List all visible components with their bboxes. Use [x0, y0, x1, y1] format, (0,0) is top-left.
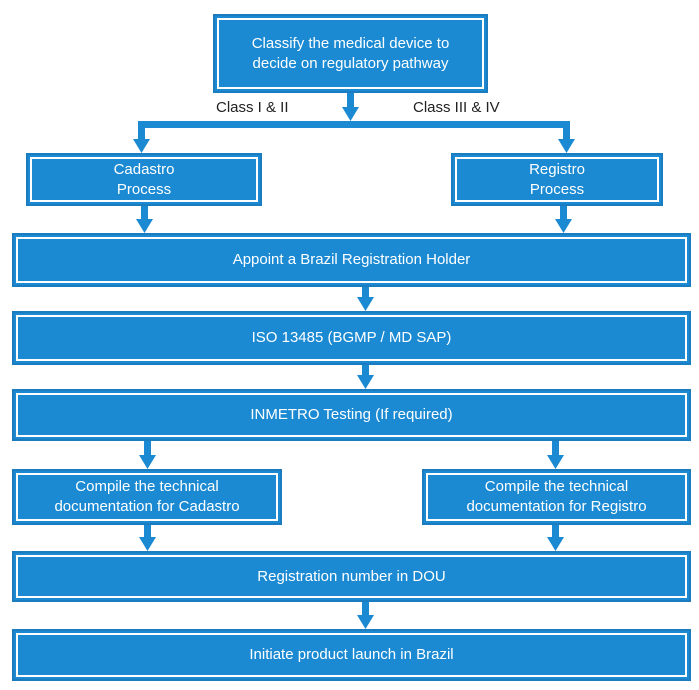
registration-number-box: Registration number in DOU [12, 551, 691, 602]
inmetro-testing-box: INMETRO Testing (If required) [12, 389, 691, 441]
inmetro-testing-text: INMETRO Testing (If required) [250, 406, 453, 423]
arrow-head-compile-right [547, 537, 564, 551]
arrow-stem-registro [560, 206, 567, 220]
arrow-stem-cadastro [141, 206, 148, 220]
product-launch-box: Initiate product launch in Brazil [12, 629, 691, 681]
registro-process-box: Registro Process [451, 153, 663, 206]
compile-cadastro-box: Compile the technical documentation for … [12, 469, 282, 525]
arrow-stem-left [138, 121, 145, 140]
arrow-head-inmetro-right [547, 455, 564, 469]
arrow-stem-classify [347, 93, 354, 107]
class-3-4-label: Class III & IV [413, 99, 500, 116]
iso-13485-box: ISO 13485 (BGMP / MD SAP) [12, 311, 691, 365]
registration-holder-box: Appoint a Brazil Registration Holder [12, 233, 691, 287]
arrow-head-classify [342, 107, 359, 121]
arrow-head-iso [357, 375, 374, 389]
arrow-stem-compile-right [552, 525, 559, 537]
arrow-head-left [133, 139, 150, 153]
registro-process-text: Registro Process [529, 160, 585, 198]
arrow-stem-right [563, 121, 570, 140]
arrow-head-registro [555, 219, 572, 233]
arrow-stem-inmetro-right [552, 441, 559, 456]
registration-number-text: Registration number in DOU [257, 567, 446, 585]
compile-cadastro-text: Compile the technical documentation for … [54, 478, 240, 515]
arrow-head-inmetro-left [139, 455, 156, 469]
cadastro-process-text: Cadastro Process [113, 160, 175, 198]
arrow-stem-dou [362, 602, 369, 615]
arrow-head-compile-left [139, 537, 156, 551]
compile-registro-box: Compile the technical documentation for … [422, 469, 691, 525]
arrow-stem-holder [362, 287, 369, 298]
product-launch-text: Initiate product launch in Brazil [249, 646, 454, 663]
cadastro-process-box: Cadastro Process [26, 153, 262, 206]
arrow-stem-compile-left [144, 525, 151, 537]
class-1-2-label: Class I & II [216, 99, 289, 116]
arrow-head-holder [357, 297, 374, 311]
compile-registro-text: Compile the technical documentation for … [466, 478, 647, 515]
arrow-head-right [558, 139, 575, 153]
arrow-head-dou [357, 615, 374, 629]
iso-13485-text: ISO 13485 (BGMP / MD SAP) [251, 329, 452, 346]
arrow-stem-inmetro-left [144, 441, 151, 456]
arrow-stem-iso [362, 365, 369, 376]
split-bar [138, 121, 570, 128]
registration-holder-text: Appoint a Brazil Registration Holder [232, 251, 471, 268]
classify-device-text: Classify the medical device to decide on… [251, 34, 450, 72]
classify-device-box: Classify the medical device to decide on… [213, 14, 488, 93]
arrow-head-cadastro [136, 219, 153, 233]
